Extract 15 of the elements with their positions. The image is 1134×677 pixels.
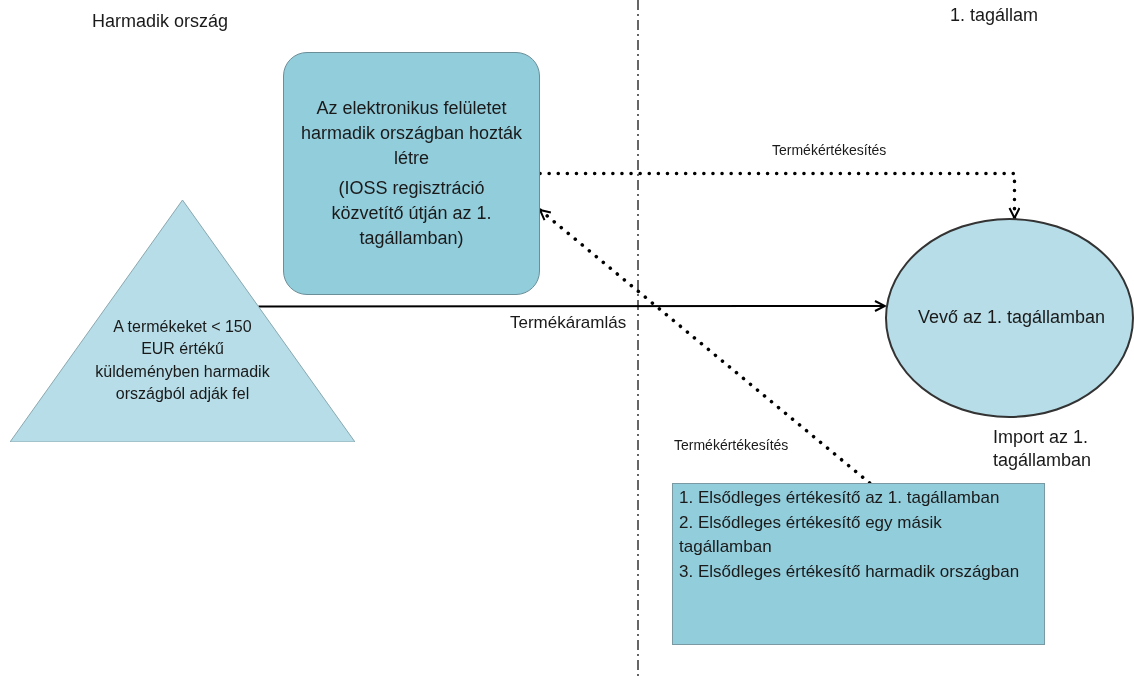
node-text: Vevő az 1. tagállamban <box>917 306 1106 330</box>
node-text: 2. Elsődleges értékesítő egy másik tagállamban <box>679 511 943 559</box>
node-text: Az elektronikus felületet harmadik országban hozták létre <box>300 96 523 171</box>
node-text: A termékeket < 150 EUR értékű küldeményben harmadik országból adják fel <box>95 317 270 405</box>
platform-box <box>283 52 540 295</box>
arrow <box>257 300 886 312</box>
region-label: 1. tagállam <box>950 4 1039 27</box>
node-text: (IOSS regisztráció közvetítő útján az 1. tagállamban) <box>330 176 493 250</box>
region-label: Harmadik ország <box>92 10 229 33</box>
node-text: 3. Elsődleges értékesítő harmadik országban <box>679 560 1021 583</box>
seller-list-box <box>672 483 1045 645</box>
node-caption: Import az 1. tagállamban <box>993 426 1093 473</box>
arrow <box>538 171 1021 220</box>
arrow <box>538 208 872 485</box>
node-text: 1. Elsődleges értékesítő az 1. tagállamban <box>679 487 1001 509</box>
